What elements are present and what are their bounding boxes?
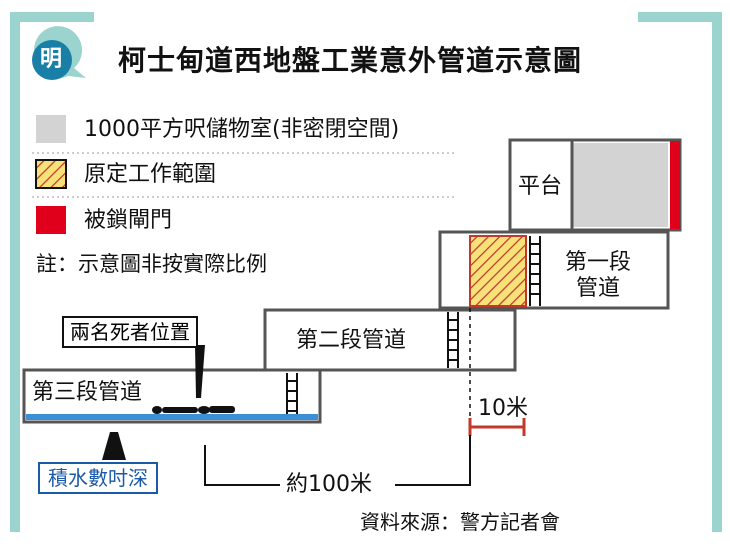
- legend-swatch-work-area: [35, 159, 67, 189]
- stage2-pipe: [263, 308, 517, 372]
- stage2-label: 第二段管道: [296, 328, 407, 353]
- legend-separators: [32, 152, 455, 198]
- water-depth-label: 積水數吋深: [38, 462, 158, 494]
- brand-badge-icon: [32, 26, 86, 80]
- legend-label-work-area: 原定工作範圍: [84, 162, 217, 187]
- page-title: 柯士甸道西地盤工業意外管道示意圖: [118, 44, 583, 77]
- water-layer: [26, 414, 318, 420]
- legend-swatch-storage: [36, 115, 66, 143]
- victims-icon: [152, 406, 235, 414]
- brand-badge-char: 明: [40, 47, 63, 72]
- stage3-pipe: [22, 368, 322, 424]
- stage3-label: 第三段管道: [32, 380, 143, 405]
- scale-note: 註：示意圖非按實際比例: [36, 252, 267, 276]
- dimension-100m: [204, 435, 471, 486]
- victims-label: 兩名死者位置: [62, 316, 198, 348]
- distance-100m-label: 約100米: [286, 472, 372, 497]
- stage1-label: 第一段 管道: [565, 250, 632, 302]
- victims-pointer-icon: [195, 345, 205, 398]
- legend-label-storage: 1000平方呎儲物室(非密閉空間): [84, 117, 400, 142]
- source-credit: 資料來源：警方記者會: [360, 510, 560, 534]
- platform-box: [508, 138, 682, 232]
- dimension-10m: [468, 418, 526, 436]
- distance-10m-label: 10米: [478, 396, 528, 421]
- frame-brackets: [10, 12, 722, 532]
- legend-label-gate: 被鎖閘門: [84, 208, 173, 233]
- legend-swatch-gate: [36, 206, 66, 234]
- stage1-pipe: [438, 230, 670, 310]
- water-pointer-icon: [102, 432, 126, 460]
- platform-label: 平台: [518, 174, 563, 199]
